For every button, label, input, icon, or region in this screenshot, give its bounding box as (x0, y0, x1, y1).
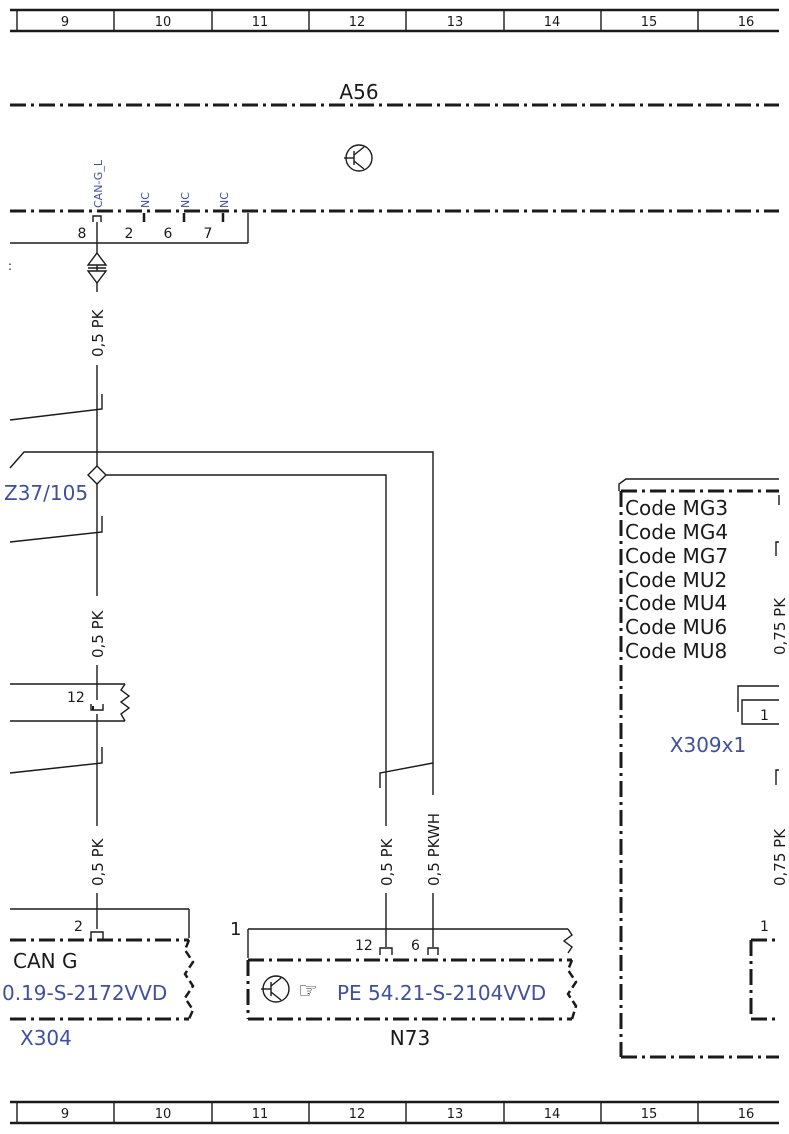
signal-label-nc-1: NC (139, 192, 152, 208)
code-mu6: Code MU6 (625, 615, 727, 639)
pin-7: 7 (204, 226, 213, 242)
hand-pointer-icon: ☞ (298, 979, 318, 1004)
ruler-top-15: 15 (641, 15, 658, 30)
x304-pin: 2 (74, 919, 83, 935)
ruler-top-14: 14 (544, 15, 561, 30)
wire-label-7: 0,75 PK (771, 828, 789, 886)
n73-name: N73 (390, 1026, 430, 1050)
wire-label-5: 0,5 PKWH (425, 813, 443, 886)
splice-label: Z37/105 (4, 481, 88, 505)
code-mu8: Code MU8 (625, 639, 727, 663)
x304-can-label: CAN G (13, 949, 77, 973)
x309-name: X309x1 (670, 733, 746, 757)
n73-corner-pin: 1 (230, 919, 241, 940)
wire-label-6: 0,75 PK (771, 597, 789, 655)
ruler-top-9: 9 (61, 15, 69, 30)
n73-pin-12: 12 (355, 938, 373, 954)
ruler-top-10: 10 (155, 15, 172, 30)
code-mu4: Code MU4 (625, 591, 727, 615)
wire-label-4: 0,5 PK (378, 837, 396, 886)
n73-pin-6: 6 (411, 938, 420, 954)
ruler-top-12: 12 (349, 15, 366, 30)
pin-12-left: 12 (67, 690, 85, 706)
wire-label-2: 0,5 PK (89, 609, 107, 658)
ruler-bottom-16: 16 (738, 1107, 755, 1122)
pin-6: 6 (164, 226, 173, 242)
signal-label-can-g-l: CAN-G_L (92, 159, 105, 208)
x309-lower-pin: 1 (760, 919, 769, 935)
ruler-bottom-15: 15 (641, 1107, 658, 1122)
module-title: A56 (339, 80, 378, 104)
code-mu2: Code MU2 (625, 568, 727, 592)
ruler-top-13: 13 (447, 15, 464, 30)
ruler-bottom-11: 11 (252, 1107, 269, 1122)
wire-label-3: 0,5 PK (89, 837, 107, 886)
ruler-bottom-12: 12 (349, 1107, 366, 1122)
ruler-top-11: 11 (252, 15, 269, 30)
ruler-bottom-9: 9 (61, 1107, 69, 1122)
x309-pin: 1 (760, 708, 769, 724)
code-mg3: Code MG3 (625, 496, 728, 520)
x304-name: X304 (20, 1026, 72, 1050)
n73-ref-link[interactable]: PE 54.21-S-2104VVD (337, 981, 546, 1005)
code-mg7: Code MG7 (625, 544, 728, 568)
signal-label-nc-3: NC (218, 192, 231, 208)
ruler-top-16: 16 (738, 15, 755, 30)
signal-label-nc-2: NC (179, 192, 192, 208)
left-mark: : (8, 259, 12, 273)
ruler-bottom-14: 14 (544, 1107, 561, 1122)
pin-2: 2 (125, 226, 134, 242)
wire-label-1: 0,5 PK (89, 308, 107, 357)
x304-ref-link[interactable]: 0.19-S-2172VVD (2, 981, 167, 1005)
ruler-bottom-13: 13 (447, 1107, 464, 1122)
pin-8: 8 (78, 226, 87, 242)
ruler-bottom-10: 10 (155, 1107, 172, 1122)
code-mg4: Code MG4 (625, 520, 728, 544)
